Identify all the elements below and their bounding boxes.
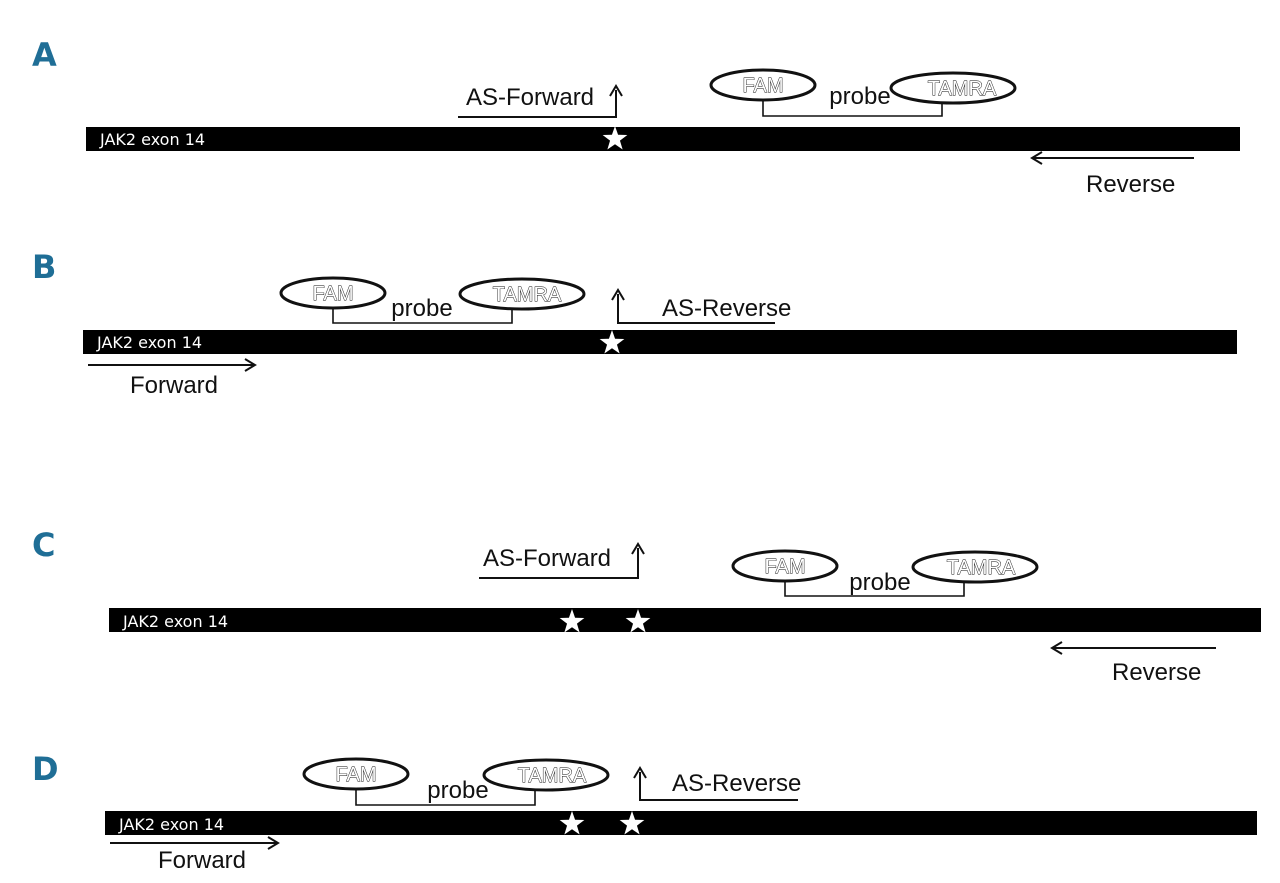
fam-oval-d [302,757,410,791]
outer-primer-label-c: Reverse [1112,659,1201,686]
arrow-left-icon [1050,641,1063,655]
tamra-oval-d [482,758,610,792]
probe-connector-a [762,98,943,117]
exon-bar-a [86,127,1240,151]
arrow-right-icon [244,358,257,372]
exon-bar-b [83,330,1237,354]
panel-letter-d: D [32,750,59,788]
probe-label-b: probe [391,295,452,322]
fam-label-b: FAM [312,283,353,305]
primer-label-b: AS-Reverse [662,295,791,322]
arrow-up-icon [631,542,645,555]
probe-label-a: probe [829,83,890,110]
bar-label-c: JAK2 exon 14 [122,612,228,631]
arrow-right-icon [267,836,280,850]
primer-label-c: AS-Forward [483,545,611,572]
tamra-label-b: TAMRA [493,284,562,306]
as-forward-primer-line-a [458,90,617,118]
panel-a: A JAK2 exon 14 AS-Forward FAM probe TAMR… [32,36,1240,198]
fam-oval-b [279,276,387,310]
arrow-up-icon [633,766,647,779]
panel-b: B JAK2 exon 14 AS-Reverse FAM probe TAMR… [32,248,1237,399]
outer-primer-label-b: Forward [130,372,218,399]
fam-label-a: FAM [742,75,783,97]
bar-label-d: JAK2 exon 14 [118,815,224,834]
probe-connector-b [332,306,513,324]
tamra-oval-a [889,71,1017,105]
fam-label-d: FAM [335,764,376,786]
probe-connector-c [784,579,965,597]
fam-label-c: FAM [764,556,805,578]
bar-label-b: JAK2 exon 14 [96,333,202,352]
primer-label-d: AS-Reverse [672,770,801,797]
primer-label-a: AS-Forward [466,84,594,111]
arrow-up-icon [611,288,625,301]
probe-label-c: probe [849,569,910,596]
as-reverse-primer-line-b [617,294,775,324]
tamra-label-d: TAMRA [518,765,587,787]
exon-bar-c [109,608,1261,632]
outer-primer-label-d: Forward [158,847,246,874]
panel-letter-c: C [32,526,55,564]
probe-connector-d [355,787,536,806]
tamra-label-a: TAMRA [928,78,997,100]
tamra-oval-c [911,550,1039,584]
as-forward-primer-line-c [479,548,639,579]
panel-d: D JAK2 exon 14 AS-Reverse FAM probe TAMR… [32,750,1257,874]
tamra-oval-b [458,277,586,311]
arrow-up-icon [609,84,623,97]
panel-letter-b: B [32,248,56,286]
outer-primer-label-a: Reverse [1086,171,1175,198]
panel-letter-a: A [32,36,57,74]
probe-label-d: probe [427,777,488,804]
bar-label-a: JAK2 exon 14 [99,130,205,149]
fam-oval-c [731,549,839,583]
arrow-left-icon [1030,151,1043,165]
fam-oval-a [709,68,817,102]
panel-c: C JAK2 exon 14 AS-Forward FAM probe TAMR… [32,526,1261,686]
as-reverse-primer-line-d [639,772,798,801]
tamra-label-c: TAMRA [947,557,1016,579]
exon-bar-d [105,811,1257,835]
